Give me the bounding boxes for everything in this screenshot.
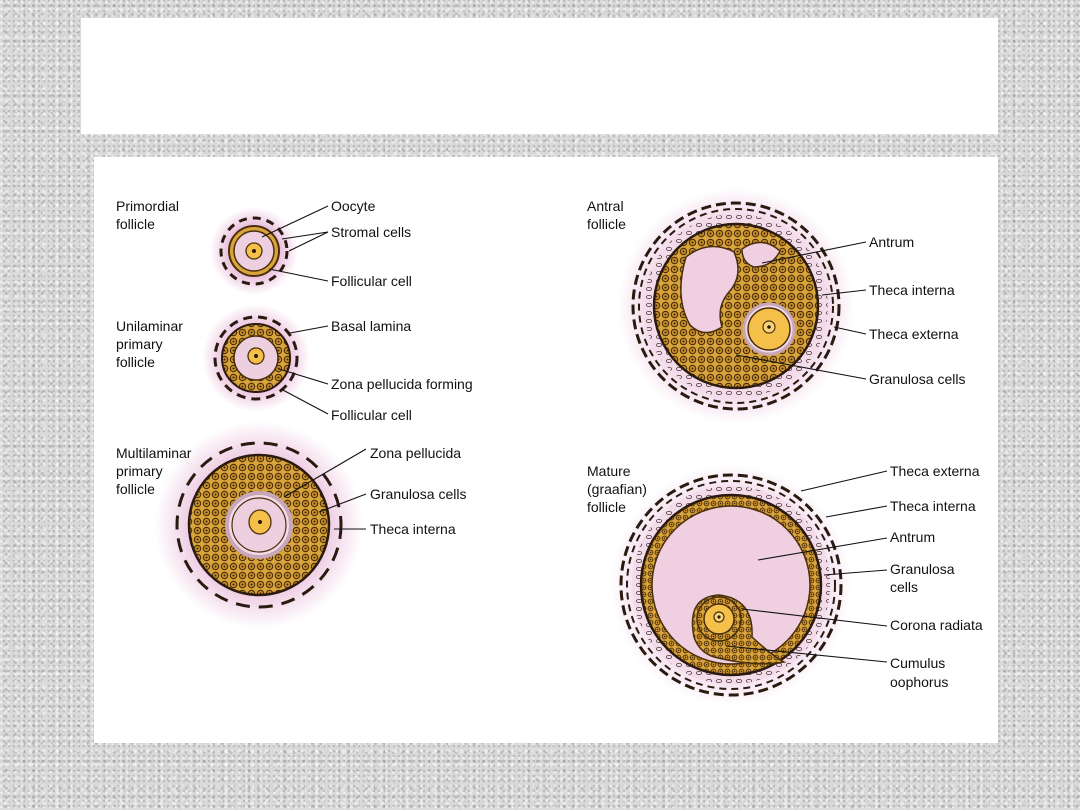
leader-mature-granulosa [823,569,888,576]
antral-nucleolus [767,325,771,329]
mature-nucleolus [717,615,721,619]
unilaminar-name-line3: follicle [116,354,155,370]
multilaminar-name-line1: Multilaminar [116,445,192,461]
leader-multilaminar-granulosa [318,493,367,513]
mature-name: Mature (graafian) follicle [587,463,647,515]
mature-name-line2: (graafian) [587,481,647,497]
leader-zona-pellucida [283,448,367,498]
mature-theca-externa-inner [626,480,836,690]
label-stromal-cells: Stromal cells [331,224,411,240]
leader-corona-radiata [741,608,888,627]
primordial-name-line1: Primordial [116,198,179,214]
follicle-diagram: Primordial follicle Oocyte Stromal cells… [116,188,983,705]
leader-antral-granulosa [735,354,867,380]
label-granulosa-line2: cells [890,579,918,595]
leader-mature-theca-interna [825,505,888,518]
label-theca-interna-2: Theca interna [869,282,955,298]
label-zona-pellucida: Zona pellucida [370,445,461,461]
follicle-diagram-panel: Primordial follicle Oocyte Stromal cells… [94,157,998,743]
leader-zona-forming [278,368,329,385]
label-zona-pellucida-forming: Zona pellucida forming [331,376,473,392]
leader-antral-antrum [761,241,867,264]
primordial-nucleolus [252,249,256,253]
label-oocyte: Oocyte [331,198,376,214]
leader-primordial-stromal [281,231,329,252]
leader-mature-antrum [757,537,888,561]
multilaminar-name-line3: follicle [116,481,155,497]
label-basal-lamina: Basal lamina [331,318,411,334]
antral-antrum-main [680,245,739,334]
antral-name: Antral follicle [587,198,626,232]
mature-antrum [651,505,811,665]
unilaminar-name-line1: Unilaminar [116,318,183,334]
antral-name-line1: Antral [587,198,624,214]
antral-follicle [618,188,854,424]
multilaminar-nucleolus [258,520,262,524]
antral-theca-externa-inner [638,208,834,404]
antral-granulosa [652,222,820,390]
antral-theca-externa [631,201,841,411]
label-antrum-1: Antrum [869,234,914,250]
label-antrum-2: Antrum [890,529,935,545]
antral-name-line2: follicle [587,216,626,232]
label-follicular-cell-2: Follicular cell [331,407,412,423]
unilaminar-nucleolus [254,354,258,358]
leader-antral-theca-externa [833,326,867,335]
primordial-follicle [210,207,298,295]
label-cumulus-line1: Cumulus [890,655,945,671]
unilaminar-name-line2: primary [116,336,163,352]
leader-mature-theca-externa [800,470,888,492]
primordial-name: Primordial follicle [116,198,179,232]
label-granulosa-cells-1: Granulosa cells [370,486,467,502]
label-corona-radiata: Corona radiata [890,617,983,633]
unilaminar-follicle [202,304,310,412]
multilaminar-stroma [175,441,343,609]
mature-follicle [611,465,851,705]
label-granulosa-cells-2: Granulosa cells [869,371,966,387]
slide-title-box [81,18,998,134]
label-theca-externa-1: Theca externa [869,326,959,342]
label-cumulus-line2: oophorus [890,674,948,690]
label-theca-externa-2: Theca externa [890,463,980,479]
multilaminar-follicle [155,421,363,629]
mature-name-line1: Mature [587,463,631,479]
leader-primordial-follicular [268,268,329,282]
label-theca-interna-3: Theca interna [890,498,976,514]
unilaminar-stromal-cells [213,315,299,401]
mature-name-line3: follicle [587,499,626,515]
leader-cumulus-oophorus [725,645,888,663]
multilaminar-name-line2: primary [116,463,163,479]
unilaminar-name: Unilaminar primary follicle [116,318,183,370]
leader-unilaminar-follicular [280,388,329,415]
primordial-stromal-cells [219,216,289,286]
primordial-name-line2: follicle [116,216,155,232]
label-theca-interna-1: Theca interna [370,521,456,537]
mature-theca-externa [619,473,843,697]
label-granulosa-line1: Granulosa [890,561,955,577]
leader-basal-lamina [289,325,329,334]
label-follicular-cell-1: Follicular cell [331,273,412,289]
multilaminar-name: Multilaminar primary follicle [116,445,192,497]
leader-antral-theca-interna [821,289,867,296]
leader-primordial-oocyte [261,205,329,238]
